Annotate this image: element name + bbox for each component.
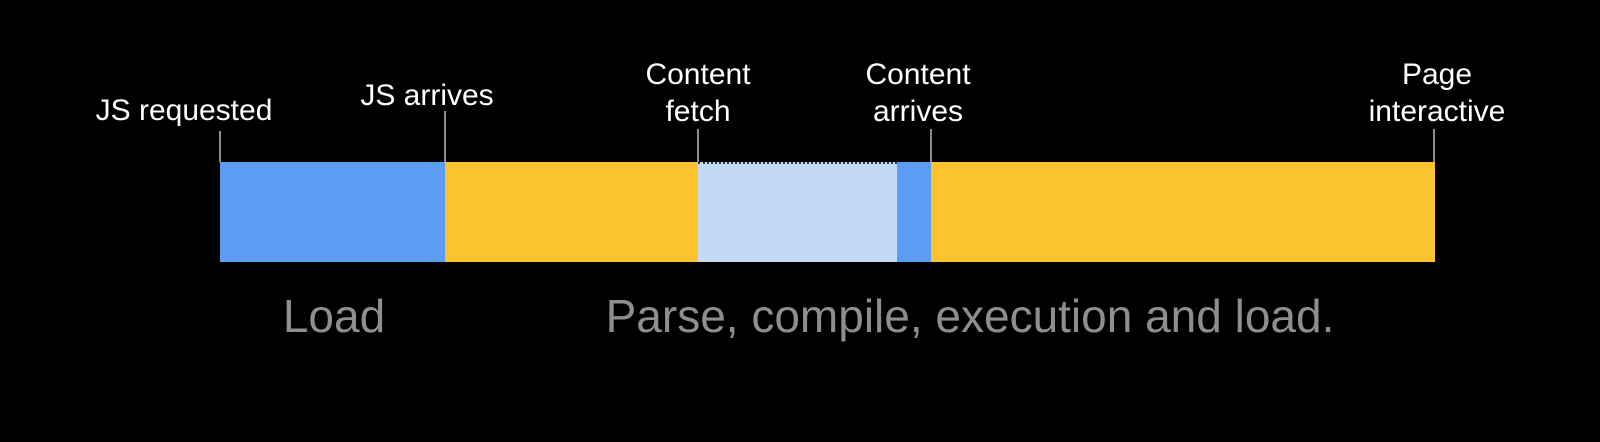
phase-label-parse-compile-execution-load: Parse, compile, execution and load.	[605, 290, 1335, 342]
tick-content-fetch	[697, 129, 699, 162]
tick-page-interactive	[1433, 129, 1435, 162]
segment-content-arrives	[897, 162, 931, 262]
milestone-label-content-arrives: Content arrives	[865, 56, 970, 130]
timeline-bar	[220, 162, 1435, 262]
tick-js-requested	[219, 131, 221, 162]
phase-label-load: Load	[282, 290, 386, 342]
milestone-text: Page	[1401, 58, 1473, 91]
tick-js-arrives	[444, 111, 446, 162]
milestone-text: arrives	[872, 95, 964, 128]
milestone-text: JS requested	[95, 94, 273, 127]
milestone-label-js-requested: JS requested	[96, 92, 273, 129]
milestone-label-js-arrives: JS arrives	[360, 77, 493, 114]
milestone-text: Content	[645, 58, 751, 91]
milestone-text: JS arrives	[360, 79, 494, 112]
tick-content-arrives	[930, 129, 932, 162]
segment-load	[220, 162, 445, 262]
segment-content-fetch	[698, 162, 897, 262]
milestone-text: Content	[865, 58, 971, 91]
milestone-label-page-interactive: Page interactive	[1369, 56, 1506, 130]
milestone-text: interactive	[1368, 95, 1506, 128]
segment-parse-after-arrival	[931, 162, 1435, 262]
milestone-text: fetch	[665, 95, 731, 128]
milestone-label-content-fetch: Content fetch	[645, 56, 750, 130]
segment-parse-before-fetch	[445, 162, 698, 262]
